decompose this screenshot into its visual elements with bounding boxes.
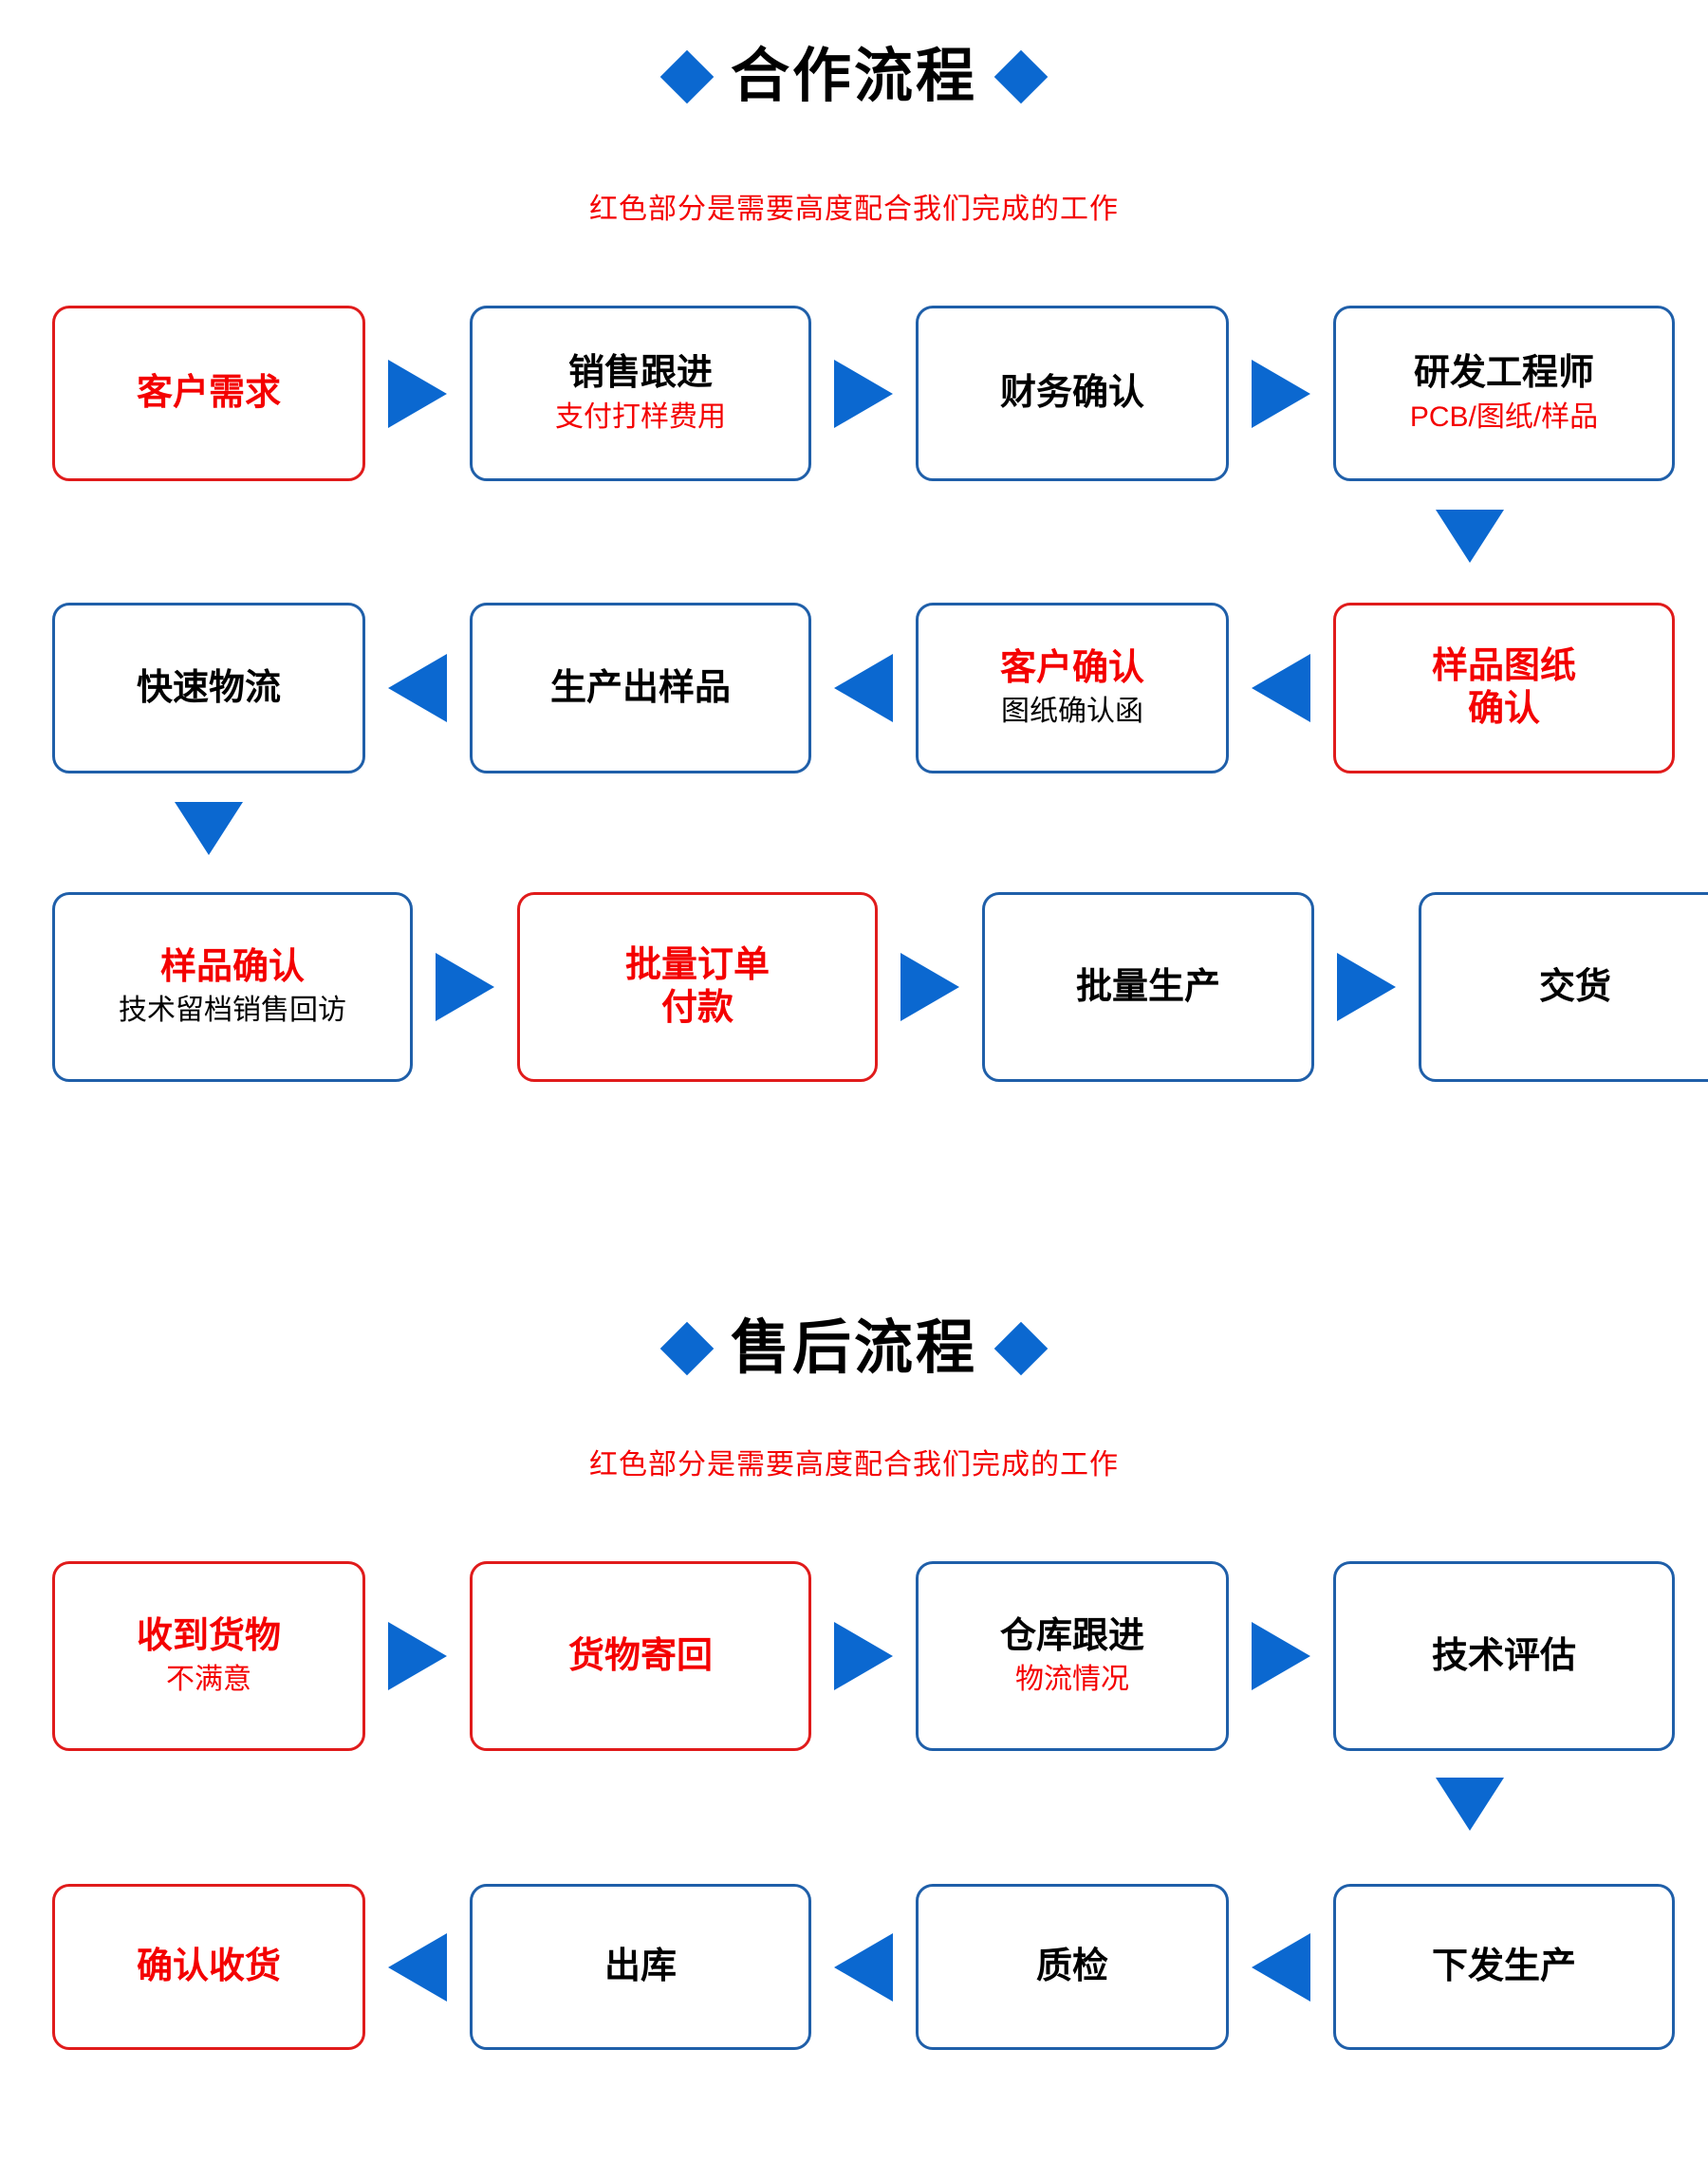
node-title: 货物寄回 — [567, 1635, 713, 1676]
arrow-left-icon — [388, 1932, 447, 2002]
node-title: 批量生产 — [1075, 966, 1220, 1007]
node-quality-inspection[interactable]: 质检 — [916, 1884, 1229, 2050]
node-confirm-receipt[interactable]: 确认收货 — [52, 1884, 365, 2050]
node-customer-requirement[interactable]: 客户需求 — [52, 306, 365, 481]
cooperation-row-3: 样品确认 技术留档销售回访 批量订单 付款 批量生产 交货 — [52, 892, 1708, 1082]
arrow-right-icon — [834, 359, 893, 428]
node-rd-engineer[interactable]: 研发工程师 PCB/图纸/样品 — [1333, 306, 1675, 481]
arrow-left-icon — [388, 654, 447, 722]
node-title: 快速物流 — [136, 667, 281, 708]
node-title: 批量订单 付款 — [624, 945, 770, 1028]
node-goods-returned[interactable]: 货物寄回 — [470, 1561, 811, 1751]
arrow-left-icon — [1252, 654, 1310, 722]
node-fast-logistics[interactable]: 快速物流 — [52, 603, 365, 773]
after-sales-section-subtitle: 红色部分是需要高度配合我们完成的工作 — [589, 1449, 1119, 1481]
cooperation-section-subtitle: 红色部分是需要高度配合我们完成的工作 — [589, 194, 1119, 225]
node-subtitle: 图纸确认函 — [1001, 696, 1143, 728]
arrow-down-icon-left — [175, 802, 243, 855]
node-title: 收到货物 — [136, 1615, 281, 1656]
node-bulk-order-payment[interactable]: 批量订单 付款 — [517, 892, 878, 1082]
node-title: 样品确认 — [159, 946, 305, 987]
diamond-icon-left — [659, 49, 715, 104]
node-title: 确认收货 — [136, 1947, 281, 1987]
arrow-right-icon — [1252, 1622, 1310, 1690]
node-warehouse-followup[interactable]: 仓库跟进 物流情况 — [916, 1561, 1229, 1751]
diamond-icon-right — [993, 49, 1049, 104]
node-issue-production[interactable]: 下发生产 — [1333, 1884, 1675, 2050]
node-subtitle: PCB/图纸/样品 — [1409, 401, 1599, 433]
after-sales-row-2: 确认收货 出库 质检 下发生产 — [52, 1884, 1675, 2050]
node-title: 样品图纸 确认 — [1431, 646, 1576, 729]
cooperation-row-2: 快速物流 生产出样品 客户确认 图纸确认函 样品图纸 确认 — [52, 603, 1675, 773]
node-title: 下发生产 — [1431, 1947, 1576, 1987]
node-title: 客户确认 — [999, 647, 1144, 688]
node-title: 技术评估 — [1431, 1635, 1576, 1676]
node-sample-drawing-confirm[interactable]: 样品图纸 确认 — [1333, 603, 1675, 773]
arrow-left-icon — [834, 654, 893, 722]
diamond-icon-right — [993, 1321, 1049, 1376]
section-title-text: 合作流程 — [730, 44, 977, 109]
node-goods-received[interactable]: 收到货物 不满意 — [52, 1561, 365, 1751]
node-subtitle: 物流情况 — [1015, 1664, 1129, 1696]
node-subtitle: 支付打样费用 — [555, 401, 726, 433]
cooperation-section-title: 合作流程 — [0, 47, 1708, 106]
node-title: 出库 — [603, 1947, 677, 1987]
node-sales-followup[interactable]: 销售跟进 支付打样费用 — [470, 306, 811, 481]
arrow-down-icon-right — [1436, 510, 1504, 563]
node-sample-confirm[interactable]: 样品确认 技术留档销售回访 — [52, 892, 413, 1082]
arrow-left-icon — [1252, 1932, 1310, 2002]
node-delivery[interactable]: 交货 — [1419, 892, 1708, 1082]
node-title: 客户需求 — [136, 373, 281, 414]
node-subtitle: 技术留档销售回访 — [119, 995, 346, 1027]
arrow-right-icon — [1252, 359, 1310, 428]
node-subtitle: 不满意 — [166, 1664, 251, 1696]
diamond-icon-left — [659, 1321, 715, 1376]
node-title: 交货 — [1538, 966, 1611, 1007]
after-sales-section-title: 售后流程 — [0, 1319, 1708, 1378]
node-finance-confirm[interactable]: 财务确认 — [916, 306, 1229, 481]
node-bulk-production[interactable]: 批量生产 — [982, 892, 1314, 1082]
arrow-down-icon-right — [1436, 1778, 1504, 1831]
arrow-right-icon — [900, 953, 959, 1021]
node-title: 销售跟进 — [567, 353, 713, 394]
arrow-right-icon — [834, 1622, 893, 1690]
node-title: 研发工程师 — [1413, 353, 1594, 394]
node-produce-sample[interactable]: 生产出样品 — [470, 603, 811, 773]
node-customer-confirm[interactable]: 客户确认 图纸确认函 — [916, 603, 1229, 773]
arrow-right-icon — [388, 359, 447, 428]
node-title: 财务确认 — [999, 373, 1144, 414]
node-title: 质检 — [1035, 1947, 1108, 1987]
node-outbound[interactable]: 出库 — [470, 1884, 811, 2050]
after-sales-row-1: 收到货物 不满意 货物寄回 仓库跟进 物流情况 技术评估 — [52, 1561, 1675, 1751]
node-title: 生产出样品 — [549, 667, 731, 708]
section-title-text: 售后流程 — [730, 1315, 977, 1381]
cooperation-row-1: 客户需求 销售跟进 支付打样费用 财务确认 研发工程师 PCB/图纸/样品 — [52, 306, 1675, 481]
node-title: 仓库跟进 — [999, 1615, 1144, 1656]
arrow-right-icon — [436, 953, 494, 1021]
arrow-left-icon — [834, 1932, 893, 2002]
arrow-right-icon — [1337, 953, 1396, 1021]
arrow-right-icon — [388, 1622, 447, 1690]
node-technical-assessment[interactable]: 技术评估 — [1333, 1561, 1675, 1751]
